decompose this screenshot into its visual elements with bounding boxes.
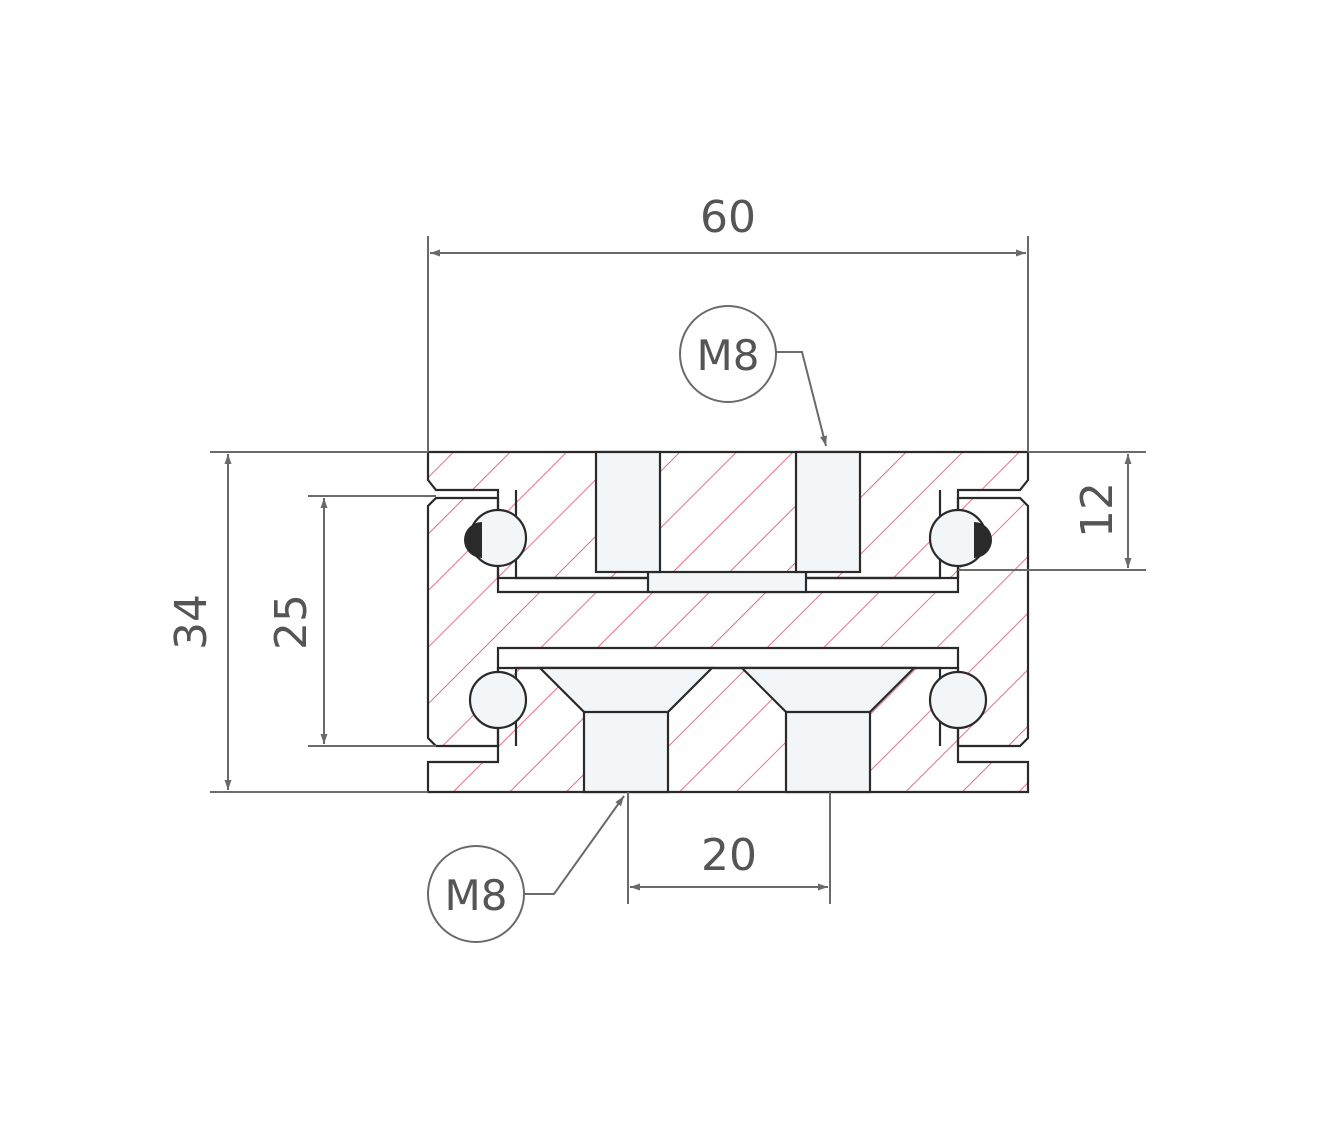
top-holes [594, 450, 862, 574]
height-label: 34 [166, 594, 217, 650]
bearing-grooves [464, 508, 992, 730]
inner-height-label: 25 [266, 594, 317, 650]
dimension-inner-height: 25 [266, 495, 436, 747]
dimension-top-depth: 12 [958, 451, 1146, 571]
callout-top: M8 [679, 305, 827, 447]
bottom-holes [537, 666, 917, 794]
top-hole-left [594, 450, 662, 574]
dimension-hole-spacing: 20 [627, 792, 831, 904]
top-depth-label: 12 [1072, 482, 1123, 538]
profile-section [426, 450, 1030, 794]
dimension-width: 60 [427, 192, 1029, 452]
width-label: 60 [700, 192, 756, 243]
top-hole-right [794, 450, 862, 574]
callout-top-label: M8 [697, 331, 760, 380]
callout-bottom: M8 [427, 795, 625, 943]
hole-spacing-label: 20 [701, 830, 757, 881]
callout-bottom-label: M8 [445, 871, 508, 920]
dimension-height: 34 [166, 451, 428, 793]
